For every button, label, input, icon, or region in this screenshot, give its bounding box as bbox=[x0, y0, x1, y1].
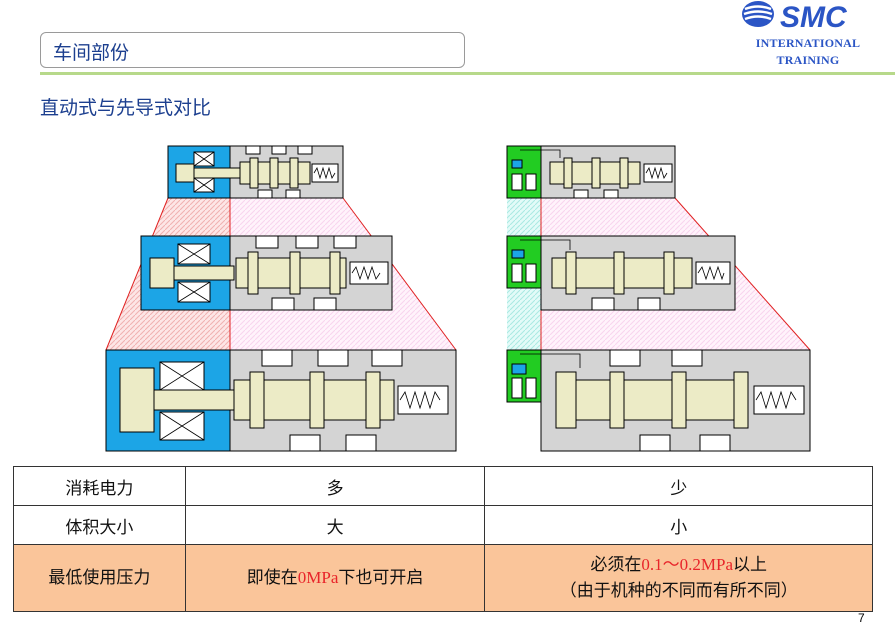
smc-logo: SMC INTERNATIONAL TRAINING bbox=[738, 0, 878, 70]
comparison-table: 消耗电力 多 少 体积大小 大 小 最低使用压力 即使在0MPa下也可开启 必须… bbox=[13, 466, 873, 612]
row-label: 最低使用压力 bbox=[13, 544, 186, 612]
direct-cell: 即使在0MPa下也可开启 bbox=[184, 544, 486, 612]
header-divider bbox=[40, 72, 895, 75]
direct-valve-medium bbox=[140, 235, 393, 311]
pilot-cell: 小 bbox=[484, 505, 873, 545]
direct-valve-small bbox=[167, 145, 344, 199]
table-row: 最低使用压力 即使在0MPa下也可开启 必须在0.1～0.2MPa以上 （由于机种… bbox=[13, 544, 873, 612]
pilot-valve-small bbox=[506, 145, 676, 199]
direct-cell: 多 bbox=[184, 466, 486, 506]
valve-comparison-diagram bbox=[105, 145, 811, 452]
direct-cell: 大 bbox=[184, 505, 486, 545]
direct-text-post: 下也可开启 bbox=[338, 568, 424, 588]
table-row: 消耗电力 多 少 bbox=[13, 466, 873, 506]
logo-line-1: INTERNATIONAL bbox=[755, 36, 861, 50]
slide-subtitle: 直动式与先导式对比 bbox=[40, 97, 212, 119]
direct-acting-valves bbox=[105, 145, 457, 452]
section-title: 车间部份 bbox=[53, 42, 130, 64]
pilot-text-pre: 必须在 bbox=[590, 555, 642, 575]
row-label: 消耗电力 bbox=[13, 466, 186, 506]
pilot-note: （由于机种的不同而有所不同） bbox=[559, 581, 798, 601]
direct-pressure-value: 0MPa bbox=[297, 568, 339, 587]
logo-brand-text: SMC bbox=[780, 1, 848, 34]
smc-logo-mark: SMC bbox=[742, 1, 848, 34]
pilot-text-post: 以上 bbox=[733, 555, 768, 575]
table-row: 体积大小 大 小 bbox=[13, 505, 873, 545]
pilot-valve-large bbox=[506, 349, 811, 452]
direct-valve-large bbox=[105, 349, 457, 452]
pilot-valve-medium bbox=[506, 235, 736, 311]
pilot-operated-valves bbox=[506, 145, 811, 452]
direct-text-pre: 即使在 bbox=[246, 568, 298, 588]
pilot-cell: 必须在0.1～0.2MPa以上 （由于机种的不同而有所不同） bbox=[484, 544, 873, 612]
row-label: 体积大小 bbox=[13, 505, 186, 545]
logo-line-2: TRAINING bbox=[776, 53, 840, 67]
pilot-pressure-value: 0.1～0.2MPa bbox=[641, 555, 734, 574]
pilot-cell: 少 bbox=[484, 466, 873, 506]
page-number: 7 bbox=[858, 611, 865, 625]
section-header-box: 车间部份 bbox=[40, 32, 465, 68]
